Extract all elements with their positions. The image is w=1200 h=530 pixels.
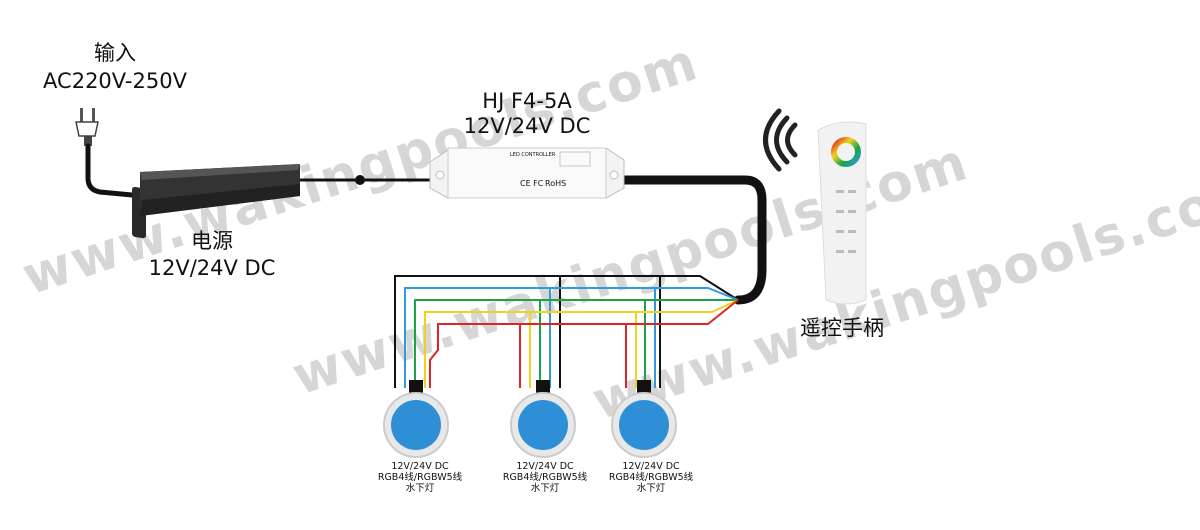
lamp-1-name: 水下灯 <box>406 482 435 494</box>
power-supply-label: 电源 <box>191 229 233 253</box>
controller-face-rohs: RoHS <box>545 179 566 188</box>
lamp-label-2: 12V/24V DC RGB4线/RGBW5线 水下灯 <box>503 461 588 494</box>
remote-control <box>763 108 867 305</box>
remote-label: 遥控手柄 <box>800 316 884 340</box>
cable-joint <box>355 175 365 185</box>
lamp-1-voltage: 12V/24V DC <box>391 461 449 472</box>
lamp-3-name: 水下灯 <box>637 482 666 494</box>
lamp-3-voltage: 12V/24V DC <box>622 461 680 472</box>
controller-voltage-label: 12V/24V DC <box>464 114 591 138</box>
power-supply-voltage-label: 12V/24V DC <box>149 256 276 280</box>
led-controller: LED CONTROLLER CE FC RoHS <box>429 147 625 199</box>
underwater-lamp-3 <box>611 380 677 458</box>
wireless-signal-icon <box>763 108 798 172</box>
underwater-lamp-2 <box>510 380 576 458</box>
lamp-2-name: 水下灯 <box>531 482 560 494</box>
lamp-2-voltage: 12V/24V DC <box>516 461 574 472</box>
lamp-3-wires: RGB4线/RGBW5线 <box>609 471 694 483</box>
input-label: 输入 <box>94 41 136 65</box>
lamp-label-1: 12V/24V DC RGB4线/RGBW5线 水下灯 <box>378 461 463 494</box>
controller-face-title: LED CONTROLLER <box>510 152 556 158</box>
underwater-lamp-1 <box>383 380 449 458</box>
power-plug-icon <box>75 108 99 146</box>
lamp-2-wires: RGB4线/RGBW5线 <box>503 471 588 483</box>
input-voltage-label: AC220V-250V <box>43 69 188 93</box>
main-cable <box>85 143 767 305</box>
controller-face-ce: CE FC <box>520 179 544 188</box>
lamp-1-wires: RGB4线/RGBW5线 <box>378 471 463 483</box>
controller-model-label: HJ F4-5A <box>482 89 572 113</box>
wire-bundle <box>394 275 739 388</box>
lamp-label-3: 12V/24V DC RGB4线/RGBW5线 水下灯 <box>609 461 694 494</box>
color-wheel-icon <box>831 137 861 167</box>
power-supply <box>132 164 300 239</box>
